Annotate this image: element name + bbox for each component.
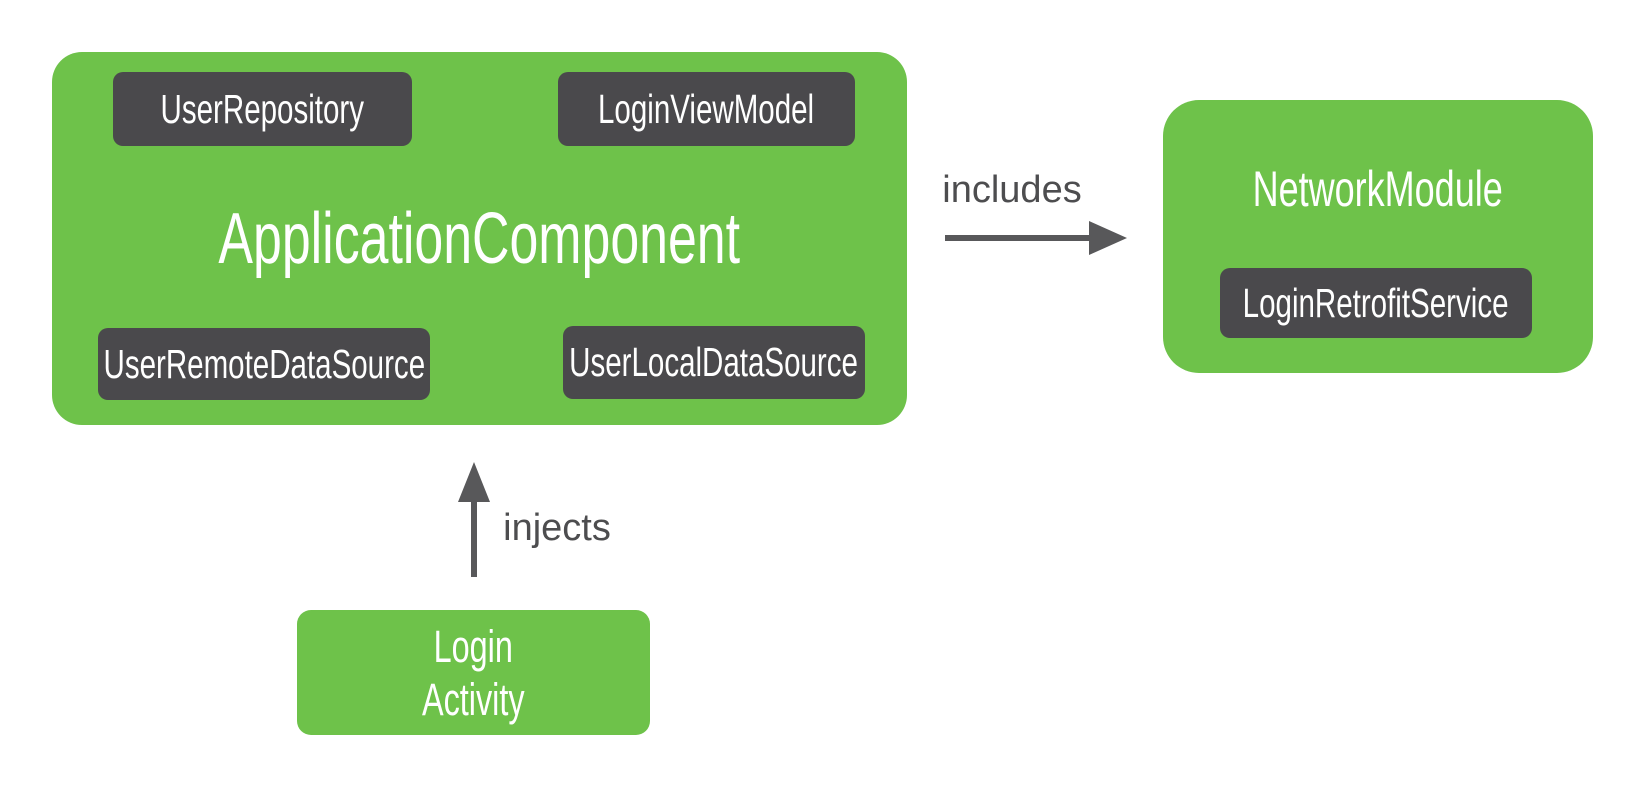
up-arrow-icon [458, 462, 490, 502]
network-module-node: NetworkModule LoginRetrofitService [1163, 100, 1593, 373]
application-component-title: ApplicationComponent [218, 198, 741, 279]
login-activity-label-line1: Login [433, 620, 514, 672]
user-remote-datasource-label: UserRemoteDataSource [103, 340, 425, 387]
login-activity-label-line2: Activity [422, 673, 525, 725]
user-repository-label: UserRepository [160, 85, 365, 132]
user-repository-chip: UserRepository [113, 72, 412, 146]
login-retrofit-service-chip: LoginRetrofitService [1220, 268, 1532, 338]
injects-arrow-line [471, 500, 477, 577]
login-activity-label: Login Activity [422, 620, 525, 726]
login-activity-node: Login Activity [297, 610, 650, 735]
login-viewmodel-label: LoginViewModel [598, 85, 815, 132]
includes-arrow-line [945, 235, 1091, 241]
application-component-node: ApplicationComponent UserRepository Logi… [52, 52, 907, 425]
includes-edge-label: includes [942, 169, 1082, 211]
login-viewmodel-chip: LoginViewModel [558, 72, 855, 146]
user-local-datasource-chip: UserLocalDataSource [563, 326, 865, 399]
user-remote-datasource-chip: UserRemoteDataSource [98, 328, 430, 400]
user-local-datasource-label: UserLocalDataSource [569, 339, 859, 385]
injects-edge-label: injects [503, 507, 611, 549]
network-module-title: NetworkModule [1252, 161, 1504, 217]
login-retrofit-service-label: LoginRetrofitService [1243, 279, 1509, 326]
right-arrow-icon [1089, 221, 1127, 255]
